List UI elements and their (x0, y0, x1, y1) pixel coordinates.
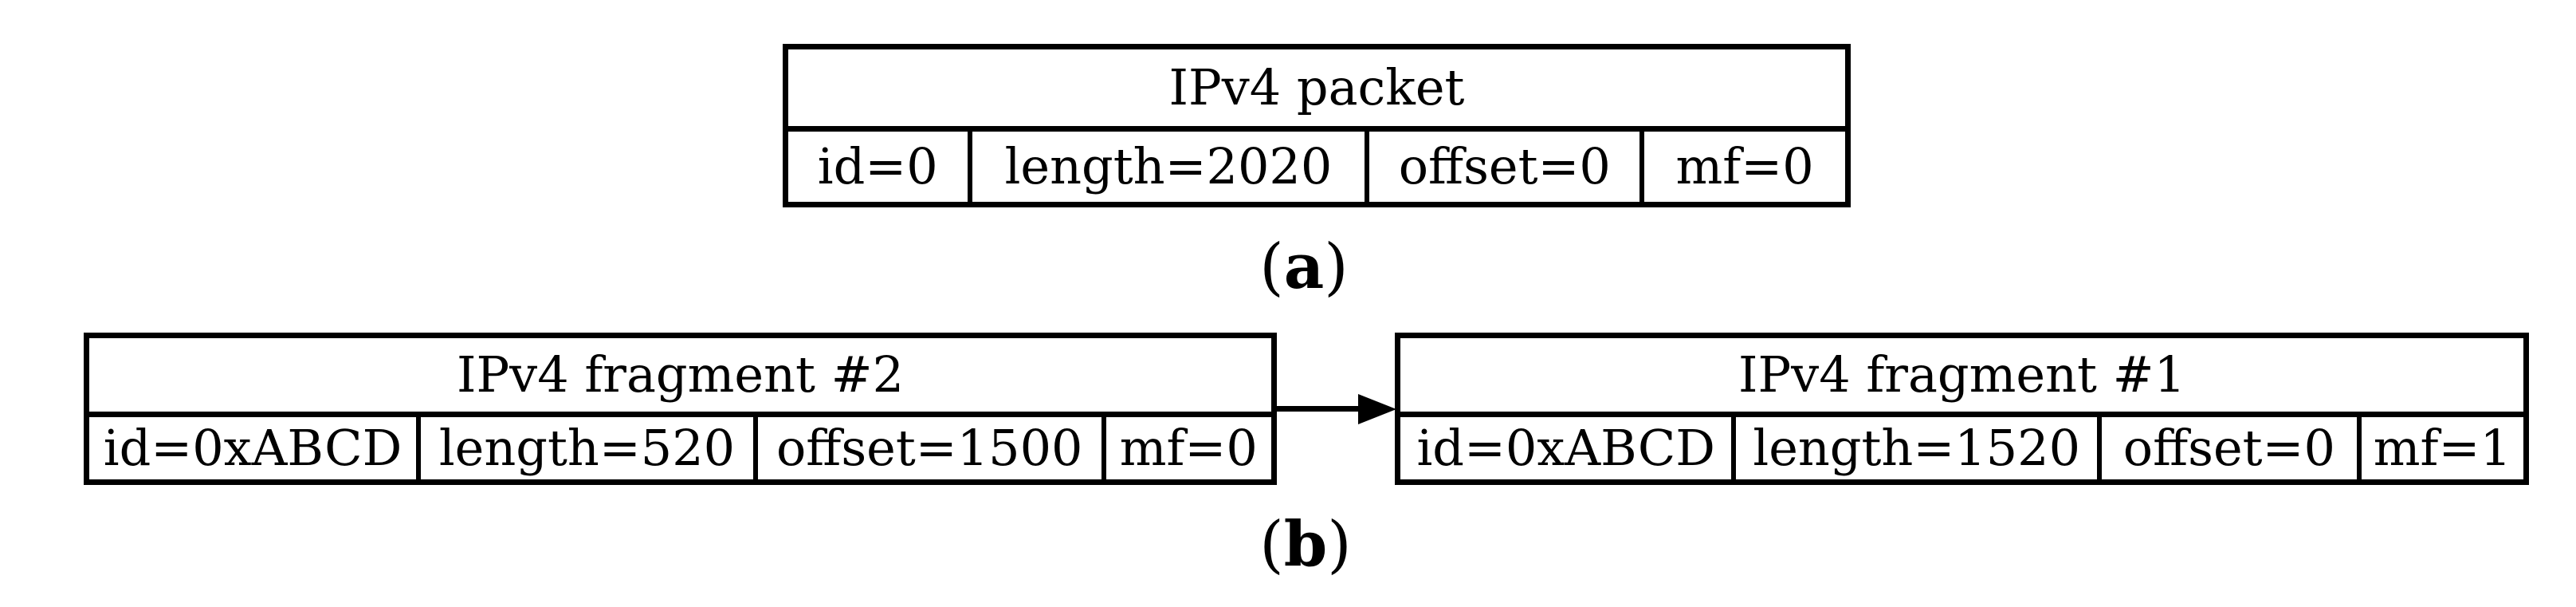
fragment-1-field-length: length=1520 (1731, 417, 2097, 479)
ipv4-packet-title: IPv4 packet (788, 49, 1845, 132)
fragment-1-field-id: id=0xABCD (1416, 419, 1715, 477)
fragment-2-field-mf: mf=0 (1101, 417, 1271, 479)
panel-b-label: (b) (1259, 514, 1351, 577)
arrow-head-icon (1358, 393, 1396, 424)
ipv4-fragment-2-fields: id=0xABCD length=520 offset=1500 mf=0 (89, 417, 1271, 479)
ipv4-fragment-2-title: IPv4 fragment #2 (89, 338, 1271, 417)
fragment-1-field-offset: offset=0 (2097, 417, 2357, 479)
ipv4-fragment-1-box: IPv4 fragment #1 id=0xABCD length=1520 o… (1395, 333, 2529, 485)
arrow-line (1274, 406, 1363, 412)
panel-a-label-close-paren: ) (1324, 231, 1349, 303)
fragment-2-field-id: id=0xABCD (103, 419, 402, 477)
fragment-2-field-length: length=520 (416, 417, 753, 479)
ipv4-packet-box: IPv4 packet id=0 length=2020 offset=0 mf… (783, 44, 1851, 207)
packet-field-offset: offset=0 (1365, 132, 1639, 202)
ipv4-fragment-2-box: IPv4 fragment #2 id=0xABCD length=520 of… (84, 333, 1277, 485)
panel-b-label-letter: b (1283, 508, 1328, 581)
ipv4-fragment-1-fields: id=0xABCD length=1520 offset=0 mf=1 (1400, 417, 2523, 479)
panel-a-label-open-paren: ( (1259, 231, 1284, 303)
packet-field-id: id=0 (817, 137, 938, 195)
packet-field-mf: mf=0 (1639, 132, 1845, 202)
panel-b-label-close-paren: ) (1327, 509, 1352, 581)
panel-a-label: (a) (1259, 236, 1348, 299)
fragment-2-field-offset: offset=1500 (752, 417, 1101, 479)
ipv4-fragment-1-title: IPv4 fragment #1 (1400, 338, 2523, 417)
panel-b-label-open-paren: ( (1259, 509, 1284, 581)
panel-a-label-letter: a (1283, 231, 1325, 303)
ipv4-packet-fields: id=0 length=2020 offset=0 mf=0 (788, 132, 1845, 202)
fragment-1-field-mf: mf=1 (2356, 417, 2523, 479)
packet-field-length: length=2020 (967, 132, 1365, 202)
